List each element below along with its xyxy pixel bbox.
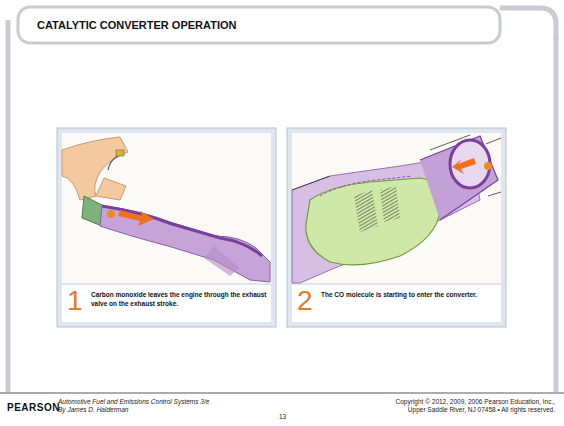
slide-title: CATALYTIC CONVERTER OPERATION — [37, 19, 236, 31]
panel-caption-ground — [62, 285, 271, 322]
step-panel: 2 The CO molecule is starting to enter th… — [287, 128, 506, 327]
step-number: 1 — [67, 286, 83, 316]
step-panel: 1 Carbon monoxide leaves the engine throu… — [57, 128, 276, 327]
copyright-line: Copyright © 2012, 2009, 2006 Pearson Edu… — [396, 398, 555, 405]
copyright-line: Upper Saddle River, NJ 07458 • All right… — [408, 406, 555, 413]
panel-picture-ground — [62, 133, 271, 283]
publisher-logo: PEARSON — [7, 402, 60, 413]
slide-frame — [8, 20, 556, 392]
title-frame — [18, 7, 500, 43]
book-title: Automotive Fuel and Emissions Control Sy… — [58, 398, 209, 405]
slide-frame-corner — [500, 8, 556, 40]
page-number: 13 — [279, 413, 286, 420]
step-number: 2 — [297, 286, 313, 316]
step-caption: The CO molecule is starting to enter the… — [321, 290, 499, 299]
step-caption: Carbon monoxide leaves the engine throug… — [91, 290, 269, 308]
footer-rule — [0, 392, 564, 394]
panel-ground — [57, 128, 276, 327]
converter-closeup-illustration — [292, 135, 501, 283]
footer-band — [0, 392, 564, 426]
book-author: By James D. Halderman — [58, 406, 128, 413]
engine-exhaust-illustration — [62, 137, 270, 282]
panel-caption-ground — [292, 285, 501, 322]
panel-ground — [287, 128, 506, 327]
panel-picture-ground — [292, 133, 501, 283]
